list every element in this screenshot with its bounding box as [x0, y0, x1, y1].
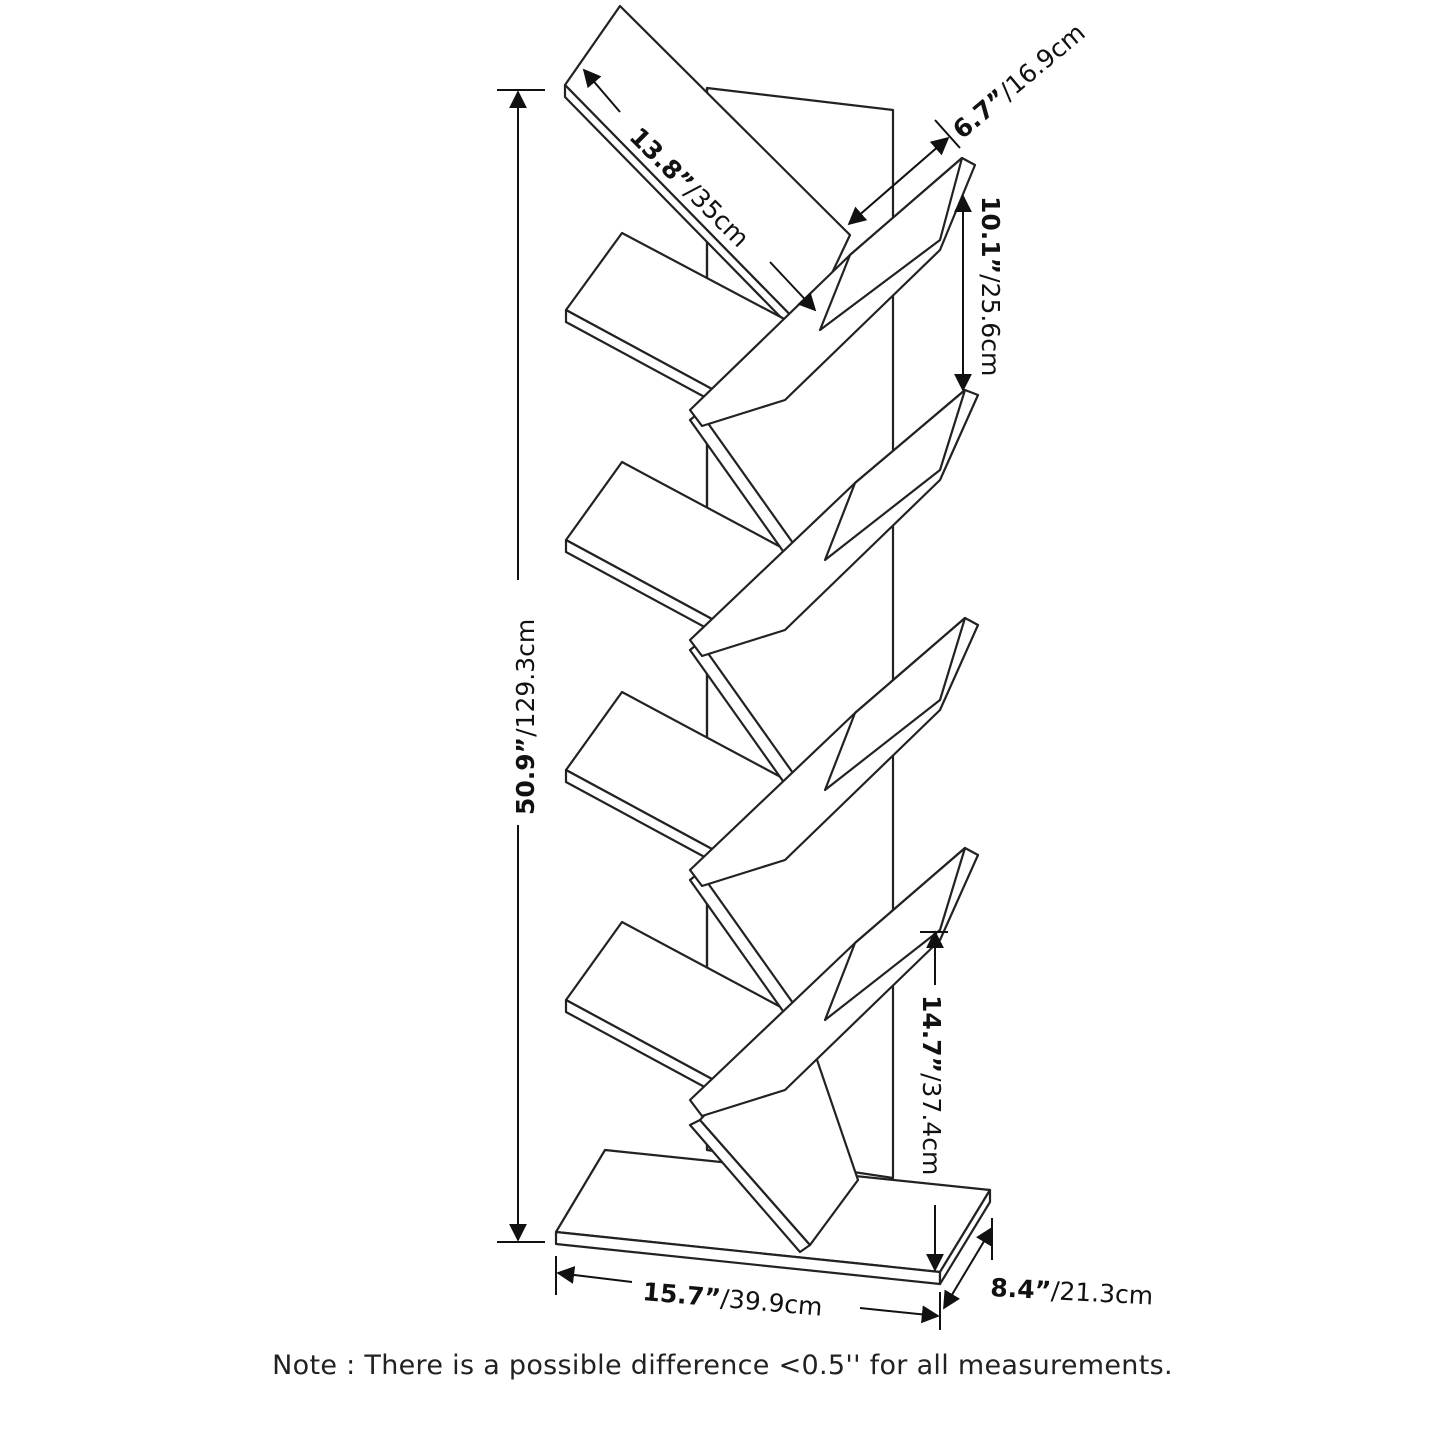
shelf-spacing-label: 10.1”/25.6cm — [976, 196, 1005, 376]
height-label: 50.9”/129.3cm — [511, 619, 540, 815]
dimension-lines — [497, 68, 993, 1330]
measurement-note: Note : There is a possible difference <0… — [272, 1350, 1173, 1381]
left-shelves — [563, 4, 852, 1106]
shelf-depth-label: 6.7”/16.9cm — [947, 18, 1090, 145]
base-depth-label: 8.4”/21.3cm — [990, 1273, 1154, 1310]
base-width-label: 15.7”/39.9cm — [641, 1277, 823, 1322]
bottom-clearance-label: 14.7”/37.4cm — [917, 995, 946, 1175]
